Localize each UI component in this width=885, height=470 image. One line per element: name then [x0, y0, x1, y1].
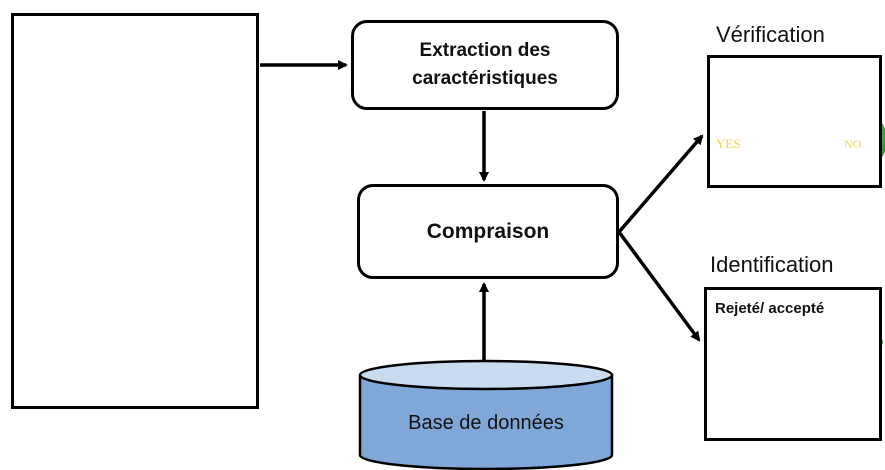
no-label: NO	[844, 137, 862, 151]
comparison-box: Compraison	[357, 184, 619, 279]
database-cylinder	[358, 359, 614, 470]
verification-panel: YES NO	[707, 55, 882, 188]
identification-title: Identification	[710, 252, 834, 277]
arrow-comparison-to-verification	[617, 134, 704, 234]
database-label: Base de données	[408, 412, 564, 434]
comparison-label: Compraison	[426, 219, 550, 243]
extraction-label-line1: Extraction des	[419, 40, 551, 61]
identification-panel: Rejeté/ accepté	[704, 287, 882, 441]
verification-labels: YES NO	[716, 136, 862, 151]
yes-label: YES	[716, 136, 741, 151]
verification-title: Vérification	[716, 22, 825, 47]
extraction-box: Extraction des caractéristiques	[351, 20, 619, 110]
input-modalities-panel	[11, 13, 259, 409]
rejected-accepted-label: Rejeté/ accepté	[715, 300, 825, 317]
extraction-label-line2: caractéristiques	[412, 68, 558, 89]
arrow-comparison-to-identification	[617, 230, 701, 342]
